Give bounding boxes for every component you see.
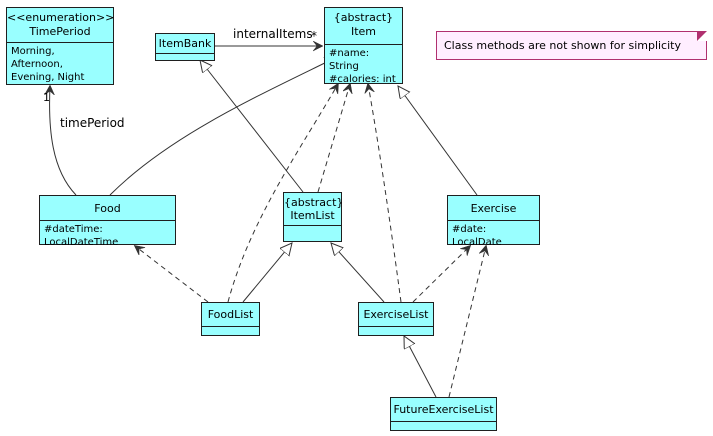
class-attributes <box>359 326 433 332</box>
class-attributes: #name: String #calories: int <box>325 44 402 88</box>
class-name: ItemList <box>290 209 335 222</box>
association-food-timeperiod <box>50 86 77 196</box>
association-label-internalitems: internalItems <box>233 27 313 41</box>
class-name: Food <box>94 202 121 215</box>
class-foodlist[interactable]: FoodList <box>201 302 260 336</box>
class-futureexerciselist[interactable]: FutureExerciseList <box>390 397 497 431</box>
dep-foodlist-item <box>227 84 338 303</box>
class-name: FoodList <box>207 308 254 321</box>
attribute: #calories: int <box>329 74 396 85</box>
class-timeperiod[interactable]: <<enumeration>> TimePeriod Morning, Afte… <box>6 7 114 85</box>
enum-values-line: Morning, Afternoon, <box>11 46 63 70</box>
class-exerciselist[interactable]: ExerciseList <box>358 302 434 336</box>
stereotype-label: {abstract} <box>284 196 344 209</box>
dep-exerciselist-item <box>368 84 402 303</box>
class-attributes <box>391 421 496 427</box>
class-exercise[interactable]: Exercise #date: LocalDate <box>447 195 540 248</box>
class-attributes <box>156 53 214 59</box>
class-name: ItemBank <box>158 37 212 50</box>
class-name: TimePeriod <box>29 25 91 38</box>
class-name: Item <box>350 25 377 38</box>
enum-values: Morning, Afternoon, Evening, Night <box>7 42 113 86</box>
class-header: {abstract} Item <box>325 8 402 39</box>
inherit-itemlist-itembank <box>200 60 304 193</box>
inherit-exerciselist-itemlist <box>331 243 385 303</box>
class-attributes <box>202 326 259 332</box>
class-name: Exercise <box>470 202 517 215</box>
inherit-foodlist-itemlist <box>242 243 292 303</box>
class-attributes: #dateTime: LocalDateTime <box>40 220 175 251</box>
inherit-futureexerciselist-exerciselist <box>404 336 437 398</box>
association-multiplicity-one: 1 <box>43 91 50 104</box>
class-name: ExerciseList <box>363 308 429 321</box>
attribute: #dateTime: LocalDateTime <box>44 224 119 248</box>
note-fold-corner <box>697 31 707 41</box>
association-multiplicity-star: * <box>311 29 317 43</box>
enum-values-line: Evening, Night <box>11 72 85 83</box>
class-name: FutureExerciseList <box>393 403 494 416</box>
attribute: #date: LocalDate <box>452 224 502 248</box>
simplicity-note: Class methods are not shown for simplici… <box>436 31 707 60</box>
class-item[interactable]: {abstract} Item #name: String #calories:… <box>324 7 403 85</box>
stereotype-label: {abstract} <box>333 11 394 24</box>
class-attributes: #date: LocalDate <box>448 220 539 251</box>
note-text: Class methods are not shown for simplici… <box>444 39 681 52</box>
class-food[interactable]: Food #dateTime: LocalDateTime <box>39 195 176 248</box>
dep-itemlist-item <box>317 84 350 193</box>
inherit-exercise-item <box>398 86 478 196</box>
class-itembank[interactable]: ItemBank <box>155 33 215 61</box>
association-label-timeperiod: timePeriod <box>60 116 125 130</box>
class-header: <<enumeration>> TimePeriod <box>7 8 115 39</box>
stereotype-label: <<enumeration>> <box>7 11 115 24</box>
inherit-food-item <box>109 57 337 196</box>
class-attributes <box>284 225 341 231</box>
attribute: #name: String <box>329 48 370 72</box>
class-header: {abstract} ItemList <box>284 193 344 222</box>
dep-futureexerciselist-exercise <box>448 246 486 398</box>
dep-foodlist-food <box>135 246 209 303</box>
dep-exerciselist-exercise <box>412 246 470 303</box>
class-itemlist[interactable]: {abstract} ItemList <box>283 192 344 242</box>
